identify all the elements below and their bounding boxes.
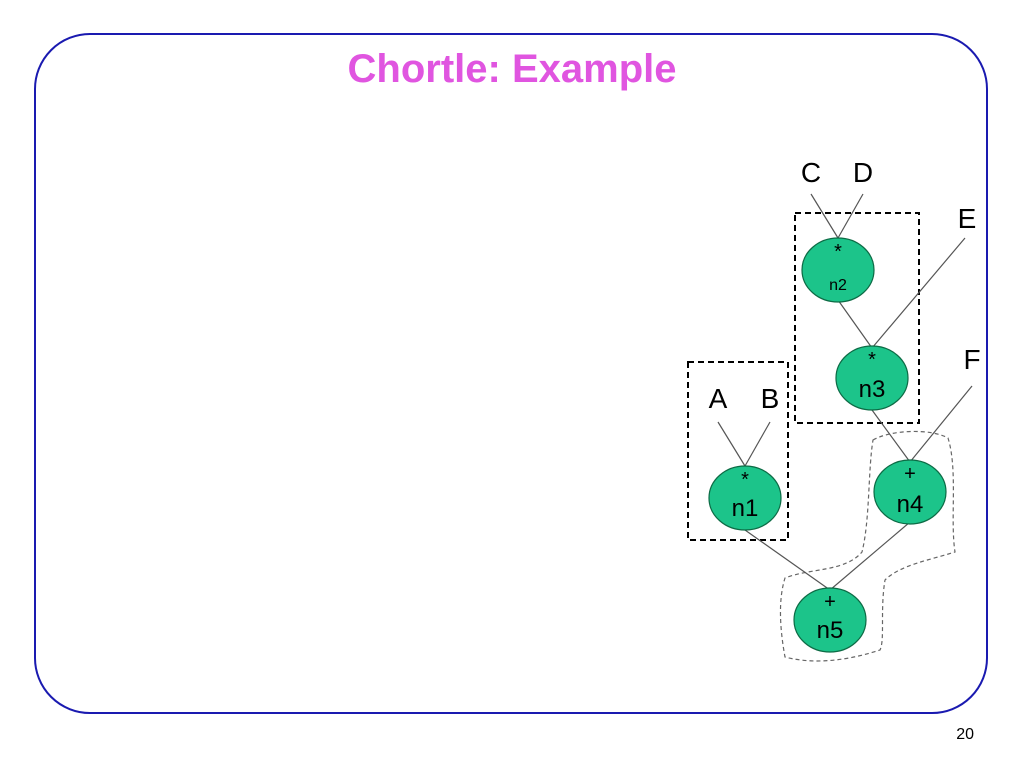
node-n1: * n1: [708, 465, 782, 531]
input-C: C: [801, 157, 821, 188]
edge-B-n1: [744, 421, 771, 467]
input-D: D: [853, 157, 873, 188]
node-n1-label: n1: [732, 495, 759, 522]
input-F: F: [963, 344, 980, 375]
node-n5-label: n5: [817, 617, 844, 644]
edge-D-n2: [837, 193, 864, 239]
edge-n4-n5: [829, 521, 911, 591]
edge-E-n3: [871, 237, 966, 349]
input-A: A: [709, 383, 728, 414]
group-n1: [687, 361, 789, 541]
edge-n1-n5: [744, 529, 831, 591]
node-n2-label: n2: [829, 277, 847, 294]
input-E: E: [958, 203, 977, 234]
group-n4-n5: [779, 430, 956, 662]
slide-frame: [34, 33, 988, 714]
node-n4: + n4: [873, 459, 947, 525]
group-n2-n3: [794, 212, 920, 424]
node-n3-label: n3: [859, 376, 886, 403]
node-n2-op: *: [834, 241, 842, 263]
node-n3-op: *: [868, 349, 876, 371]
node-n5: + n5: [793, 587, 867, 653]
node-n2: * n2: [801, 237, 875, 303]
node-n1-op: *: [741, 469, 749, 491]
slide-title: Chortle: Example: [347, 47, 677, 91]
node-n3: * n3: [835, 345, 909, 411]
node-n4-label: n4: [897, 491, 924, 518]
edge-n2-n3: [837, 299, 873, 349]
node-n4-op: +: [904, 463, 916, 485]
node-n5-op: +: [824, 591, 836, 613]
edge-A-n1: [717, 421, 746, 467]
page-number: 20: [956, 726, 974, 743]
edge-C-n2: [810, 193, 839, 239]
edge-n3-n4: [871, 409, 911, 463]
input-B: B: [761, 383, 780, 414]
edge-F-n4: [909, 385, 973, 463]
